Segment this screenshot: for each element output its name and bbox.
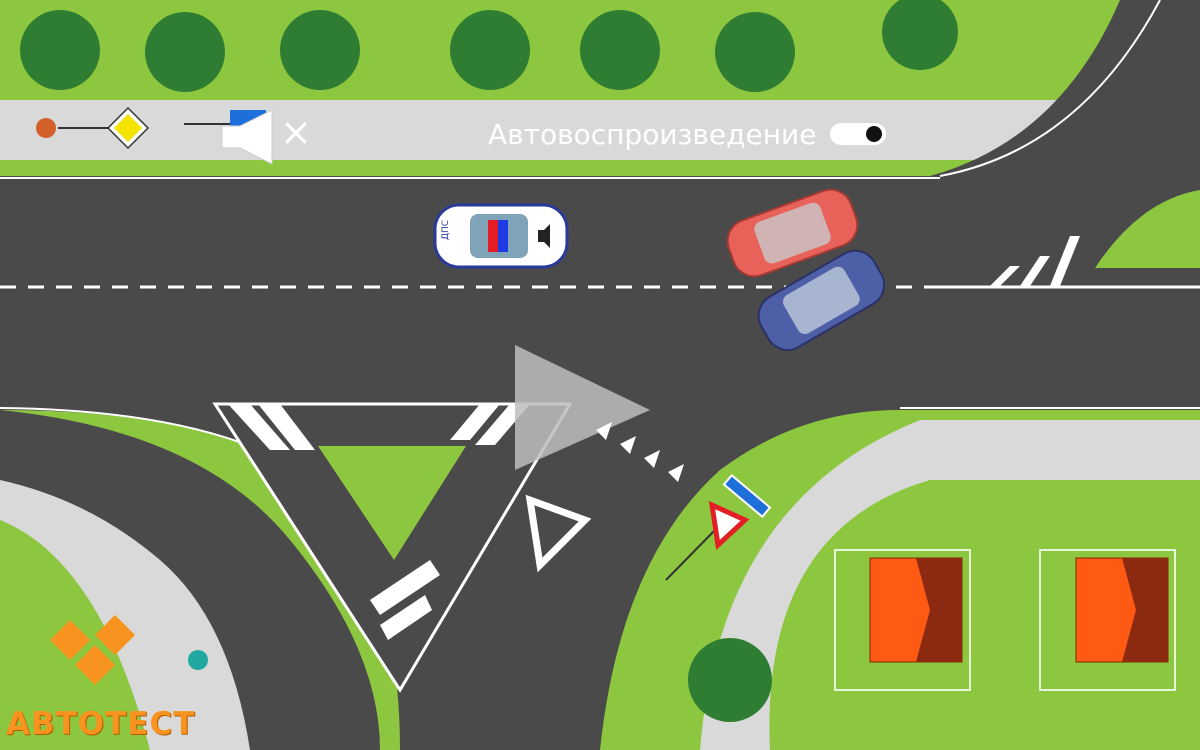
police-car[interactable]: ДПС	[433, 203, 569, 269]
yield-road-marking	[525, 494, 592, 573]
red-car[interactable]	[721, 184, 863, 283]
autoplay-control: Автовоспроизведение	[488, 116, 887, 152]
close-button[interactable]: ×	[280, 110, 312, 154]
tree	[450, 10, 530, 90]
priority-road-sign	[58, 106, 150, 150]
tree	[688, 638, 772, 722]
right-grass-island	[1095, 190, 1200, 268]
mute-button[interactable]	[220, 108, 276, 166]
house-left	[834, 549, 971, 691]
give-way-teeth	[596, 422, 684, 482]
brand-logo	[50, 615, 135, 685]
right-chevron-hatching	[990, 236, 1080, 286]
house-right	[1039, 549, 1176, 691]
left-branch-road	[0, 410, 380, 750]
top-sidewalk	[0, 0, 1200, 160]
road-edge-line	[939, 0, 1161, 177]
pedestrian	[36, 118, 56, 138]
direction-arrow	[515, 345, 650, 470]
tree	[280, 10, 360, 90]
autoplay-toggle[interactable]	[830, 123, 887, 145]
speaker-muted-icon	[221, 109, 273, 165]
center-grass-island	[318, 446, 466, 560]
upper-right-ramp	[930, 0, 1200, 276]
tree	[145, 12, 225, 92]
police-car-label: ДПС	[441, 220, 451, 240]
trees-top-row	[20, 0, 958, 92]
brand-name: АВТОТЕСТ	[6, 706, 196, 742]
autoplay-label: Автовоспроизведение	[488, 117, 817, 151]
sidewalk-bottom-right	[700, 420, 1200, 750]
yield-sign	[665, 473, 772, 581]
police-siren-icon	[538, 224, 550, 248]
tree	[715, 12, 795, 92]
autoplay-toggle-knob	[866, 126, 883, 142]
pedestrian	[188, 650, 208, 670]
tree	[580, 10, 660, 90]
tree	[882, 0, 958, 70]
blue-car[interactable]	[751, 243, 893, 358]
tree	[20, 10, 100, 90]
